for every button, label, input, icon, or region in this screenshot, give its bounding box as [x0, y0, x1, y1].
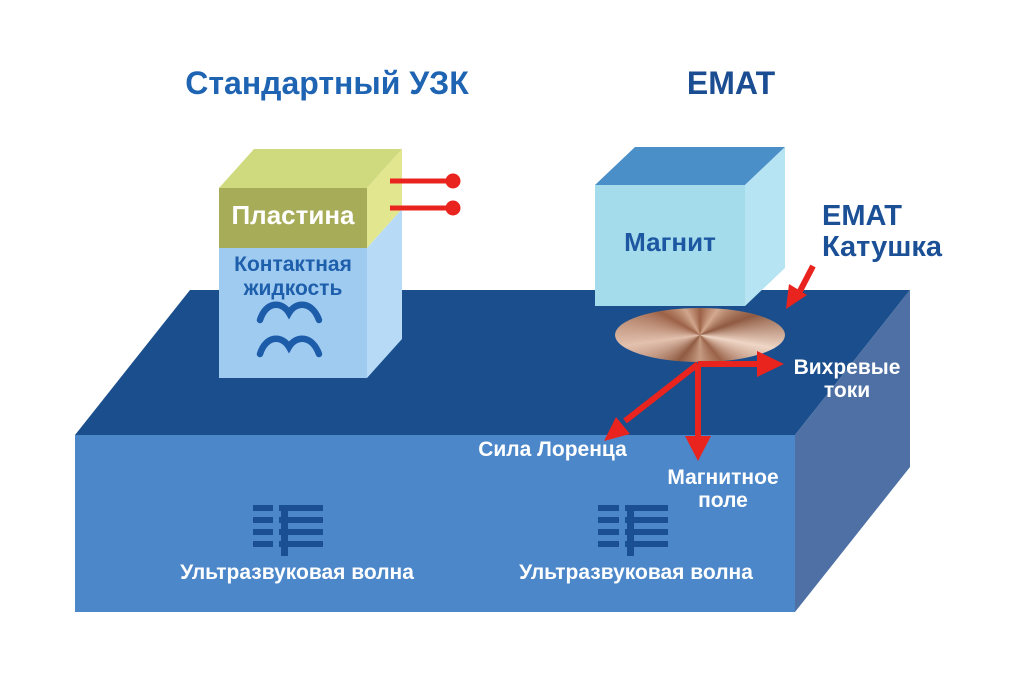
title-standard-ut: Стандартный УЗК [185, 65, 469, 101]
magnetic-field-label: Магнитное поле [648, 466, 798, 512]
slab-front-face [75, 435, 795, 612]
emat-coil-label-line1: EMAT [822, 200, 903, 232]
eddy-currents-label: Вихревые токи [782, 356, 912, 402]
plate-side-face [367, 149, 402, 248]
magnet-label: Магнит [624, 227, 716, 257]
plate-front-face [219, 188, 367, 248]
magnet-top-face [595, 147, 785, 185]
plate-label: Пластина [231, 200, 355, 230]
emat-coil-label-line2: Катушка [822, 231, 943, 263]
magnet-side-face [745, 147, 785, 306]
eddy-currents-line2: токи [823, 379, 871, 402]
ultrasonic-wave-label-left: Ультразвуковая волна [180, 561, 414, 584]
ultrasonic-wave-label-right: Ультразвуковая волна [519, 561, 753, 584]
ultrasonic-wave-icon [253, 504, 323, 556]
water-waves-icon [256, 301, 323, 358]
couplant-label: Контактная жидкость [219, 253, 367, 301]
emat-coil-disc [615, 308, 785, 362]
couplant-label-line2: жидкость [243, 277, 343, 300]
standard-transducer-box [219, 149, 402, 378]
emat-coil-label: EMAT Катушка [822, 201, 942, 263]
couplant-side-face [367, 209, 402, 378]
title-emat: EMAT [686, 65, 776, 101]
eddy-currents-line1: Вихревые [793, 356, 901, 379]
magnetic-field-line1: Магнитное [667, 466, 779, 489]
couplant-front-face [219, 248, 367, 378]
slab-right-face [795, 290, 910, 612]
ultrasonic-wave-icon [598, 504, 668, 556]
lorentz-force-label: Сила Лоренца [478, 438, 627, 461]
magnet-cube [595, 147, 785, 306]
couplant-label-line1: Контактная [234, 253, 352, 276]
plate-top-face [219, 149, 402, 188]
magnet-front-face [595, 185, 745, 306]
magnetic-field-line2: поле [698, 489, 748, 512]
